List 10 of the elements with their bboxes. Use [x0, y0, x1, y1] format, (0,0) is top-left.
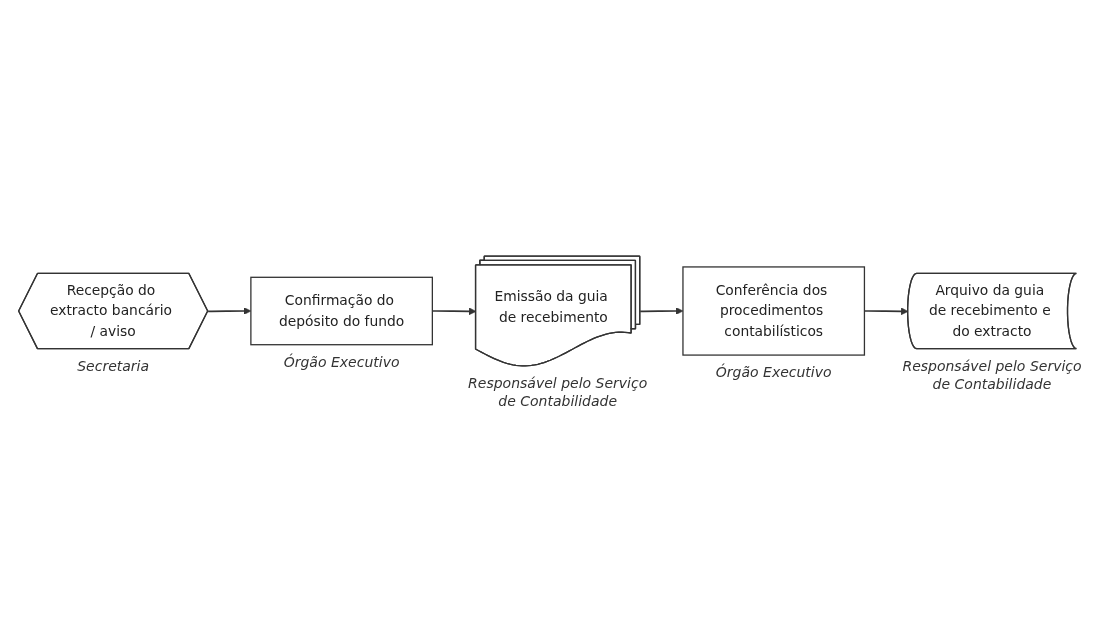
process-shape: Emissão da guia de recebimento	[474, 255, 641, 367]
role-caption: Responsável pelo Serviço de Contabilidade	[467, 373, 648, 410]
role-caption: Secretaria	[76, 356, 151, 375]
process-shape: Recepção do extracto bancário / aviso	[18, 272, 209, 350]
process-shape: Confirmação do depósito do fundo	[250, 276, 433, 346]
role-caption: Órgão Executivo	[282, 352, 401, 371]
process-shape: Conferência dos procedimentos contabilísticos	[682, 266, 866, 356]
role-caption: Responsável pelo Serviço de Contabilidade	[902, 356, 1082, 393]
process-shape: Arquivo da guia de recebimento e do extracto	[907, 272, 1077, 350]
role-caption: Órgão Executivo	[714, 363, 833, 382]
